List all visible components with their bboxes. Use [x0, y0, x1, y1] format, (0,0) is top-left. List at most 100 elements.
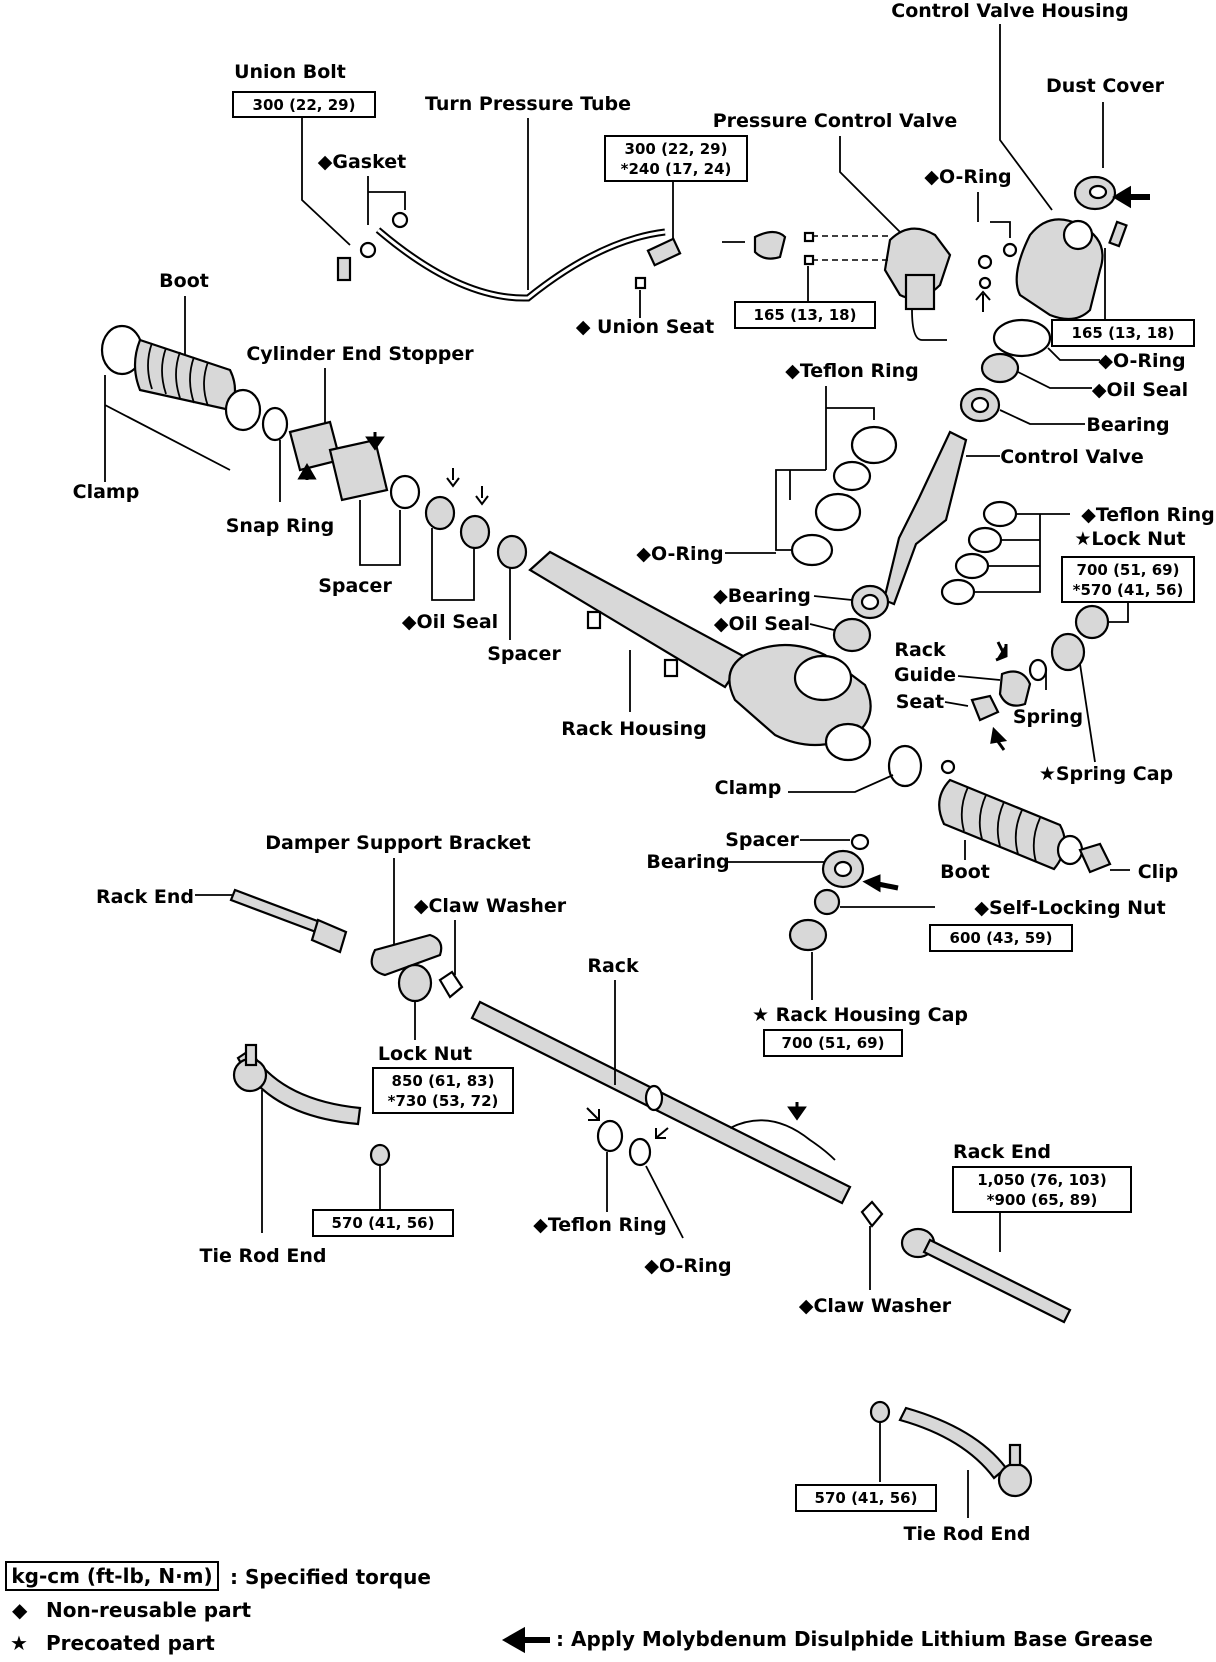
housing-bore — [1062, 219, 1094, 251]
oil-seal-left-part-b — [459, 514, 491, 550]
bearing-mid-label: ◆Bearing — [713, 585, 811, 607]
pcv-bolts-torque: 165 (13, 18) — [754, 306, 857, 324]
self-locking-nut-part — [813, 888, 841, 916]
pressure-control-valve-label: Pressure Control Valve — [713, 110, 958, 132]
gasket-part-b — [391, 211, 409, 229]
union-bolt-torque-box — [232, 91, 376, 118]
bearing-right-leader — [999, 409, 1085, 425]
seat-part — [970, 694, 1000, 722]
pcv-bolt-paths — [812, 235, 890, 261]
teflon-ring-bottom-part — [596, 1119, 624, 1153]
tie-rod-right-torque-box — [795, 1484, 937, 1512]
control-valve-housing-label: Control Valve Housing — [891, 0, 1128, 22]
oil-seal-mid-label: ◆Oil Seal — [714, 613, 810, 635]
housing-bolt-part — [1108, 220, 1128, 248]
legend: kg-cm (ft-lb, N·m) : Specified torque ◆ … — [5, 1561, 1153, 1655]
rack-label: Rack — [894, 639, 946, 661]
guide-label: Guide — [894, 664, 956, 686]
grease-arrow-legend-icon — [501, 1626, 550, 1654]
union-bolt-part — [336, 256, 352, 282]
self-locking-nut-torque-box — [929, 924, 1073, 952]
teflon-ring-right-leader — [974, 513, 1070, 593]
rack-housing-cap-torque-box — [763, 1029, 903, 1057]
clip-label: Clip — [1138, 861, 1179, 883]
rack-end-right-torque-box — [952, 1166, 1132, 1213]
turn-pressure-tube-label: Turn Pressure Tube — [425, 93, 631, 115]
teflon-ring-bottom-label: ◆Teflon Ring — [533, 1214, 666, 1236]
spacer-small-label: Spacer — [725, 829, 799, 851]
gasket-part-a — [359, 241, 377, 259]
spacer-left-label: Spacer — [318, 575, 392, 597]
tie-rod-right-torque: 570 (41, 56) — [815, 1489, 918, 1507]
teflon-ring-part-2 — [814, 492, 862, 532]
tie-rod-end-left-part — [232, 1043, 362, 1126]
teflon-ring-top-leader — [825, 386, 875, 470]
oil-seal-right-leader — [1017, 371, 1092, 389]
union-bolt-label: Union Bolt — [234, 61, 346, 83]
spacer-small-part — [850, 833, 870, 851]
grease-arrow-icon — [995, 641, 1008, 662]
spacer-left-part-b — [389, 474, 421, 510]
teflon-ring-part-1 — [850, 425, 898, 465]
claw-washer-top-part — [438, 970, 464, 999]
lock-nut-right-label: ★Lock Nut — [1074, 528, 1185, 550]
rack-guide-part — [998, 670, 1032, 707]
lock-nut-left-torque-box — [372, 1067, 514, 1114]
rack-end-right-part — [900, 1227, 1072, 1324]
self-locking-nut-label: ◆Self-Locking Nut — [974, 897, 1165, 919]
gasket-leader — [367, 176, 406, 225]
o-ring-right-part — [992, 318, 1052, 358]
control-valve-label: Control Valve — [1000, 446, 1143, 468]
damper-support-bracket-part — [370, 933, 443, 977]
teflon-ring-right-label: ◆Teflon Ring — [1081, 504, 1214, 526]
bearing-small-label: Bearing — [646, 851, 729, 873]
o-ring-top-label: ◆O-Ring — [924, 166, 1011, 188]
rack-end-right-torque-1: 1,050 (76, 103) — [977, 1171, 1107, 1189]
grease-arrow-icon — [862, 874, 899, 893]
rack-housing-cap-torque: 700 (51, 69) — [782, 1034, 885, 1052]
seat-label: Seat — [896, 691, 944, 713]
lock-nut-left-part — [397, 963, 433, 1003]
rack-center-label: Rack — [587, 955, 639, 977]
tie-rod-end-right-part — [898, 1406, 1033, 1498]
tie-rod-left-torque: 570 (41, 56) — [332, 1214, 435, 1232]
rack-end-right-torque-2: *900 (65, 89) — [987, 1191, 1098, 1209]
fluid-arrow-icon — [655, 1127, 669, 1139]
rack-housing-cap-part — [788, 918, 828, 952]
o-ring-right-leader — [1047, 347, 1100, 361]
snap-ring-label: Snap Ring — [226, 515, 335, 537]
tie-rod-left-torque-box — [312, 1209, 454, 1237]
union-seat-part — [634, 276, 647, 290]
damper-support-bracket-label: Damper Support Bracket — [265, 832, 530, 854]
pressure-control-valve-leader — [839, 136, 901, 233]
o-ring-right-label: ◆O-Ring — [1098, 350, 1185, 372]
tube-fitting-part — [646, 237, 682, 267]
lock-nut-left-torque-2: *730 (53, 72) — [388, 1092, 499, 1110]
legend-torque-box — [5, 1561, 219, 1591]
grease-arrow-icon — [990, 726, 1008, 751]
o-ring-bottom-label: ◆O-Ring — [644, 1255, 731, 1277]
cylinder-end-stopper-label: Cylinder End Stopper — [246, 343, 474, 365]
teflon-ring-top-label: ◆Teflon Ring — [785, 360, 918, 382]
oil-seal-right-label: ◆Oil Seal — [1092, 379, 1188, 401]
grease-arrow-icon — [297, 463, 317, 480]
legend-torque-box-text: kg-cm (ft-lb, N·m) — [11, 1564, 212, 1588]
pcv-bolts-torque-box — [734, 301, 876, 329]
legend-grease-desc: : Apply Molybdenum Disulphide Lithium Ba… — [556, 1627, 1153, 1651]
union-seat-label: ◆ Union Seat — [576, 316, 714, 338]
oil-seal-right-part — [980, 352, 1020, 384]
grease-arrow-icon — [365, 432, 385, 451]
legend-torque-desc: : Specified torque — [230, 1565, 431, 1589]
spacer-left-part-a — [328, 438, 389, 502]
rack-housing-part — [528, 550, 872, 762]
boot-right-label: Boot — [940, 861, 990, 883]
fluid-arrow-down-icon — [446, 468, 460, 488]
snap-ring-part — [261, 406, 289, 442]
lock-nut-left-torque-1: 850 (61, 83) — [392, 1072, 495, 1090]
spacer-mid-label: Spacer — [487, 643, 561, 665]
dust-cover-inner — [1088, 184, 1108, 200]
grease-arrow-icon — [1112, 185, 1150, 209]
tie-rod-end-left-label: Tie Rod End — [200, 1245, 327, 1267]
rack-end-right-label: Rack End — [953, 1141, 1051, 1163]
